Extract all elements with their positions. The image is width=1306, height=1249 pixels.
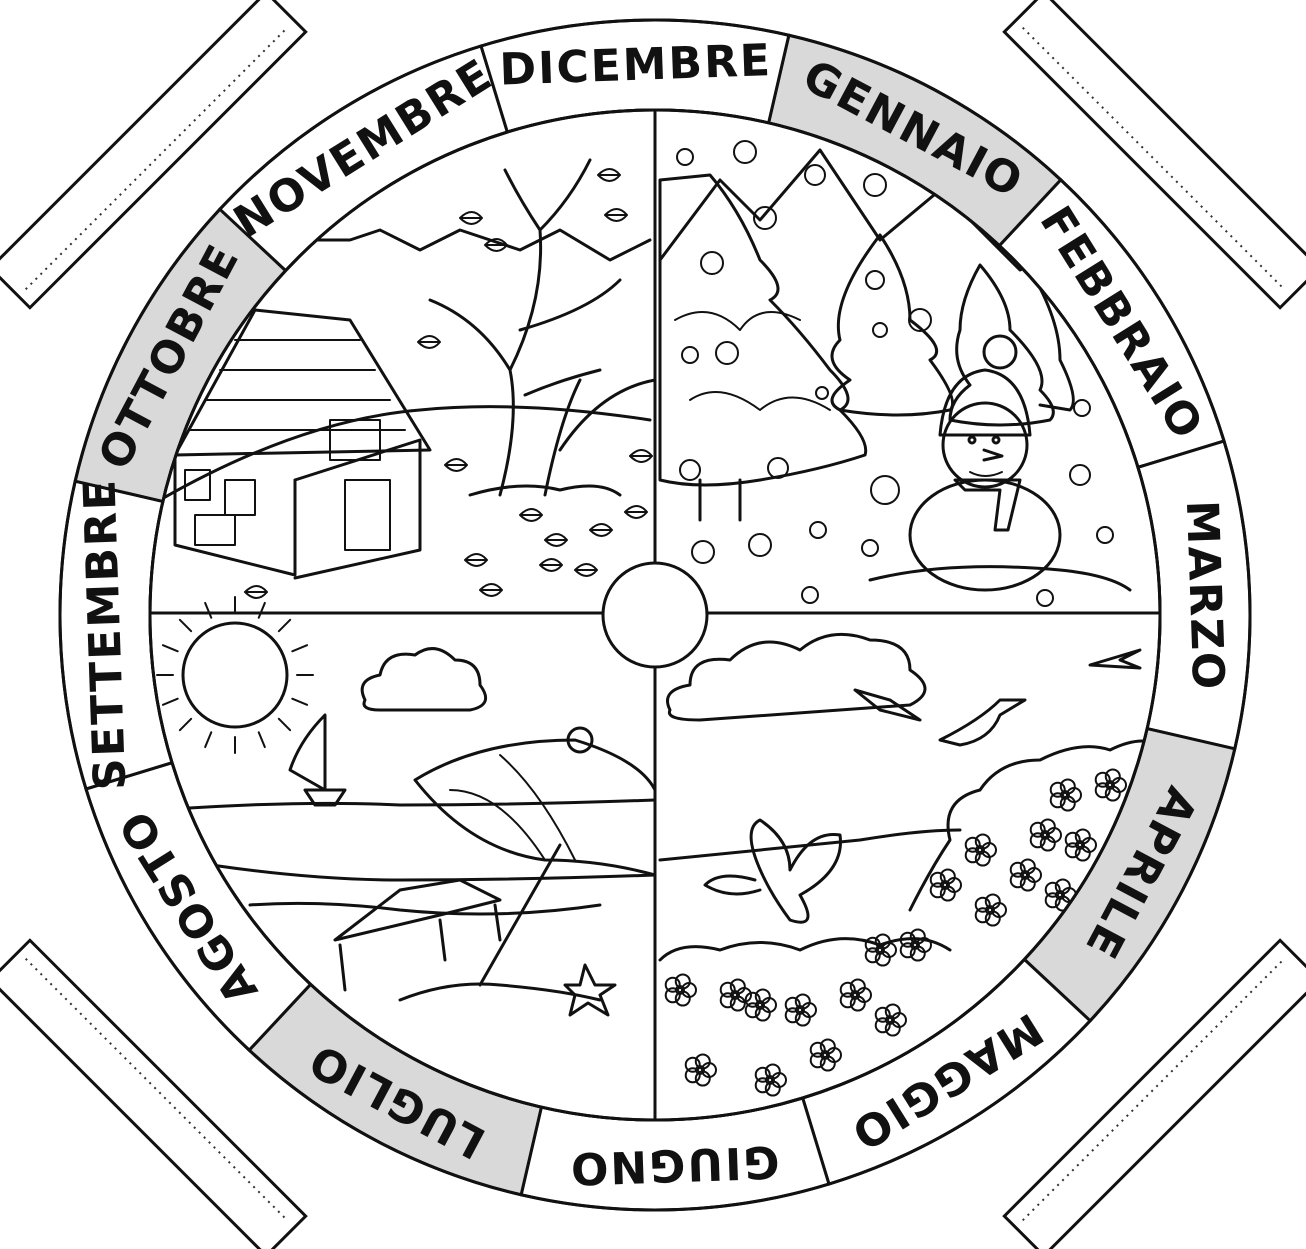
month-label-giugno: GIUGNO	[568, 1136, 780, 1194]
center-hub[interactable]	[603, 563, 707, 667]
month-label-settembre: SETTEMBRE	[74, 477, 136, 791]
month-label-marzo: MARZO	[1176, 499, 1234, 692]
month-label-dicembre: DICEMBRE	[499, 35, 773, 95]
